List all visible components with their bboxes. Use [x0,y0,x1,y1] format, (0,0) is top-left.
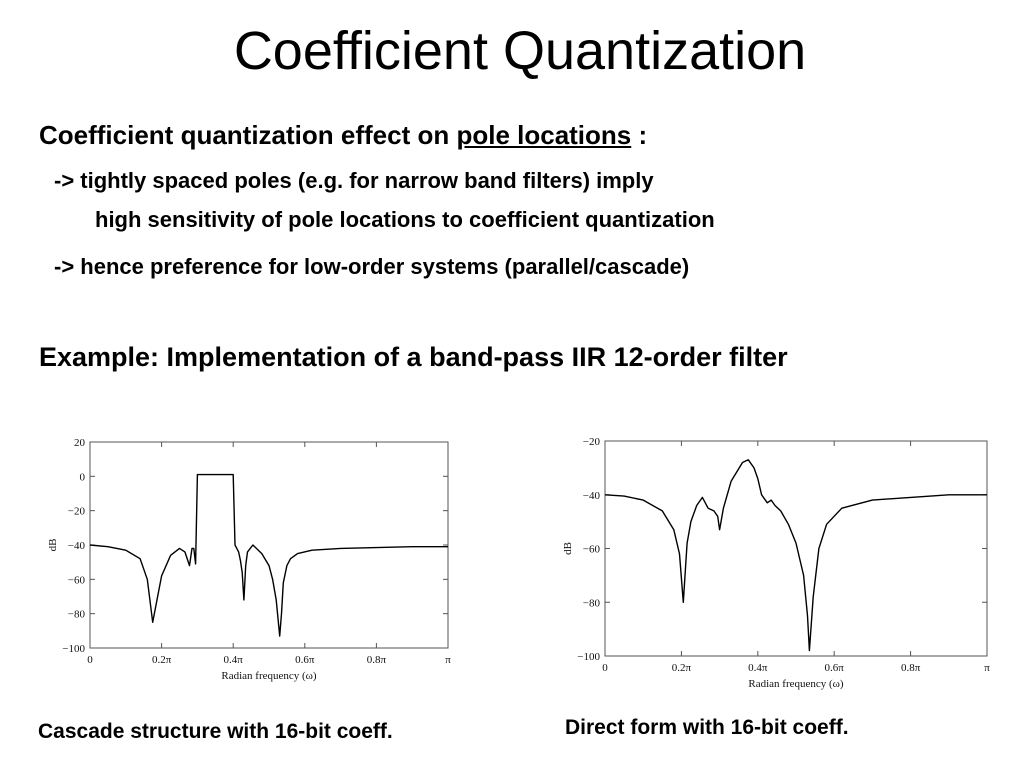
heading-pole-locations: Coefficient quantization effect on pole … [39,120,648,151]
heading-pole-locations-prefix: Coefficient quantization effect on [39,120,457,150]
y-tick-label-0-5: −80 [68,609,86,621]
x-tick-label-1-5: π [984,662,990,674]
y-tick-label-1-2: −60 [583,544,601,556]
x-tick-label-1-3: 0.6π [825,662,845,674]
y-tick-label-1-1: −40 [583,490,601,502]
y-tick-label-1-3: −80 [583,597,601,609]
y-tick-label-0-6: −100 [62,643,85,655]
plot-frame-1 [604,440,988,657]
x-tick-label-0-0: 0 [87,654,93,666]
magnitude-response-line-1-0 [604,459,987,652]
y-tick-label-1-0: −20 [583,436,601,448]
y-tick-label-1-4: −100 [577,651,600,663]
x-tick-label-1-2: 0.4π [748,662,768,674]
magnitude-response-line-0-0 [89,473,448,637]
x-axis-label-1: Radian frequency (ω) [748,678,844,690]
slide-title: Coefficient Quantization [233,21,807,81]
y-tick-label-0-1: 0 [80,471,86,483]
example-heading: Example: Implementation of a band-pass I… [39,342,788,372]
y-axis-label-1: dB [562,542,574,555]
y-tick-label-0-4: −60 [68,574,86,586]
pole-locations-emphasis: pole locations [456,120,632,150]
x-tick-label-1-1: 0.2π [672,662,692,674]
x-tick-label-0-5: π [445,654,451,666]
caption-direct-form: Direct form with 16-bit coeff. [565,716,849,739]
heading-pole-locations-suffix: : [631,120,648,150]
x-tick-label-1-0: 0 [602,662,608,674]
x-tick-label-0-2: 0.4π [224,654,244,666]
y-axis-label-0: dB [47,539,59,552]
y-tick-label-0-2: −20 [68,506,86,518]
x-tick-label-0-1: 0.2π [152,654,172,666]
x-axis-label-0: Radian frequency (ω) [221,670,317,682]
caption-cascade: Cascade structure with 16-bit coeff. [38,720,393,743]
y-tick-label-0-3: −40 [68,540,86,552]
x-tick-label-0-3: 0.6π [295,654,315,666]
y-tick-label-0-0: 20 [74,437,86,449]
bullet-tightly-spaced-line1: -> tightly spaced poles (e.g. for narrow… [54,168,654,193]
bullet-tightly-spaced-line2: high sensitivity of pole locations to co… [95,207,715,232]
bullet-low-order-preference: -> hence preference for low-order system… [54,254,690,279]
x-tick-label-0-4: 0.8π [367,654,387,666]
x-tick-label-1-4: 0.8π [901,662,921,674]
plot-frame-0 [89,441,449,649]
